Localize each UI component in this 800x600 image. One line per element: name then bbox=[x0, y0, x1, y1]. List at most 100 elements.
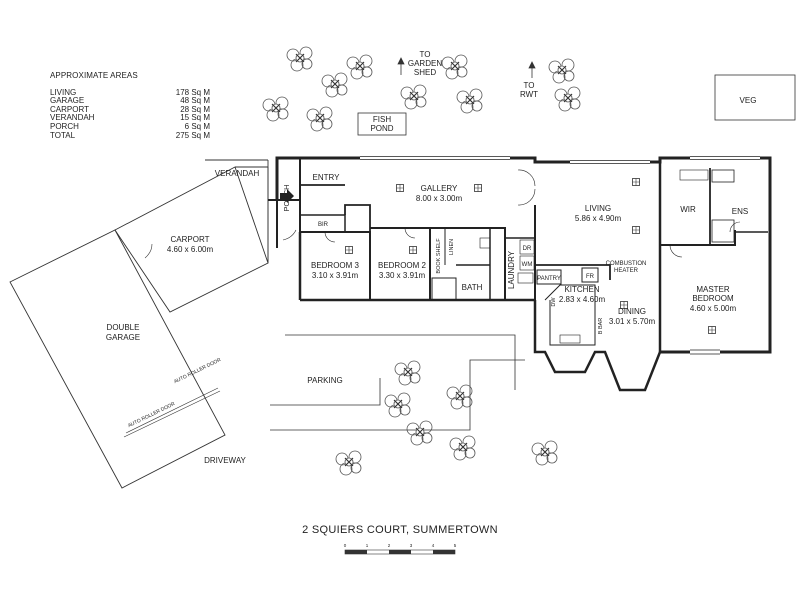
area-value: 275 Sq M bbox=[175, 130, 210, 140]
garden-label-1: TO bbox=[420, 50, 431, 59]
fish-pond-label-1: FISH bbox=[373, 115, 391, 124]
verandah-label: VERANDAH bbox=[215, 169, 260, 178]
scale-tick: 3 bbox=[410, 543, 413, 548]
ens-label: ENS bbox=[732, 207, 748, 216]
windows bbox=[360, 156, 760, 164]
tree-icon bbox=[406, 420, 433, 446]
bedroom2-size: 3.30 x 3.91m bbox=[379, 271, 426, 280]
area-name: VERANDAH bbox=[50, 113, 95, 123]
area-name: PORCH bbox=[50, 121, 79, 131]
living-size: 5.86 x 4.90m bbox=[575, 214, 622, 223]
area-value: 28 Sq M bbox=[180, 104, 210, 114]
bedroom3-label: BEDROOM 3 bbox=[311, 261, 360, 270]
area-name: CARPORT bbox=[50, 104, 89, 114]
auto-door-label-2: AUTO ROLLER DOOR bbox=[173, 357, 222, 385]
area-name: LIVING bbox=[50, 87, 77, 97]
porch-label: PORCH bbox=[282, 184, 291, 211]
tree-icon bbox=[346, 54, 373, 80]
tree-icon bbox=[286, 46, 313, 72]
area-value: 15 Sq M bbox=[180, 113, 210, 123]
pantry-label: PANTRY bbox=[537, 276, 561, 282]
tree-icon bbox=[449, 435, 476, 461]
entry-label: ENTRY bbox=[313, 173, 341, 182]
master-size: 4.60 x 5.00m bbox=[690, 304, 737, 313]
wm-label: WM bbox=[522, 262, 533, 268]
tree-icon bbox=[262, 96, 289, 122]
arrow-rwt-icon bbox=[528, 61, 536, 78]
area-row: CARPORT 28 Sq M bbox=[50, 104, 210, 115]
area-row: GARAGE 48 Sq M bbox=[50, 97, 210, 106]
master-label-2: BEDROOM bbox=[692, 294, 734, 303]
scale-tick: 4 bbox=[432, 543, 435, 548]
areas-title: APPROXIMATE AREAS bbox=[50, 71, 138, 80]
garage-label-2: GARAGE bbox=[106, 333, 140, 342]
bath-label: BATH bbox=[462, 283, 483, 292]
dw-label: DW bbox=[551, 297, 557, 307]
dining-size: 3.01 x 5.70m bbox=[609, 317, 656, 326]
dr-label: DR bbox=[523, 246, 532, 252]
driveway-label: DRIVEWAY bbox=[204, 456, 246, 465]
linen-label: LINEN bbox=[449, 239, 455, 255]
bbar-label: B BAR bbox=[598, 318, 604, 335]
heater-label-1: COMBUSTION bbox=[606, 261, 647, 267]
scale-tick: 1 bbox=[366, 543, 369, 548]
area-value: 6 Sq M bbox=[184, 121, 210, 131]
tree-icon bbox=[446, 384, 473, 410]
area-name: TOTAL bbox=[50, 130, 76, 140]
master-label-1: MASTER bbox=[696, 285, 730, 294]
area-row: LIVING 178 Sq M bbox=[50, 87, 210, 98]
tree-icon bbox=[384, 392, 411, 418]
gallery-size: 8.00 x 3.00m bbox=[416, 194, 463, 203]
bookshelf-label: BOOK SHELF bbox=[436, 238, 442, 274]
bir-label: BIR bbox=[318, 222, 329, 228]
double-garage bbox=[9, 229, 226, 489]
tree-icon bbox=[400, 84, 427, 110]
fr-label: FR bbox=[586, 274, 595, 280]
garden-label-3: SHED bbox=[414, 68, 436, 77]
house-walls bbox=[268, 156, 772, 392]
tree-icon bbox=[306, 106, 333, 132]
scale-tick: 0 bbox=[344, 543, 347, 548]
area-name: GARAGE bbox=[50, 96, 85, 106]
kitchen-label: KITCHEN bbox=[564, 285, 599, 294]
scale-tick: 2 bbox=[388, 543, 391, 548]
scale-tick: 5 bbox=[454, 543, 457, 548]
entry-arrow-icon bbox=[280, 189, 294, 203]
area-value: 48 Sq M bbox=[180, 96, 210, 106]
area-value: 178 Sq M bbox=[175, 87, 210, 97]
bedroom3-size: 3.10 x 3.91m bbox=[312, 271, 359, 280]
scale-bar: 0 1 2 3 4 5 bbox=[344, 543, 457, 555]
rwt-label-1: TO bbox=[524, 81, 535, 90]
tree-icon bbox=[554, 86, 581, 112]
kitchen-size: 2.83 x 4.60m bbox=[559, 295, 606, 304]
veg-label: VEG bbox=[740, 96, 757, 105]
tree-icon bbox=[531, 440, 558, 466]
laundry-label: LAUNDRY bbox=[507, 250, 516, 289]
auto-door-label-1: AUTO ROLLER DOOR bbox=[127, 401, 176, 429]
approximate-areas-table: APPROXIMATE AREAS LIVING 178 Sq M GARAGE… bbox=[50, 71, 210, 141]
area-row: VERANDAH 15 Sq M bbox=[50, 114, 210, 123]
veg-patch bbox=[714, 74, 796, 121]
heater-label-2: HEATER bbox=[614, 268, 639, 274]
tree-icon bbox=[548, 58, 575, 84]
tree-icon bbox=[335, 450, 362, 476]
gallery-label: GALLERY bbox=[421, 184, 458, 193]
tree-icon bbox=[441, 54, 468, 80]
area-row: TOTAL 275 Sq M bbox=[50, 130, 210, 141]
wir-label: WIR bbox=[680, 205, 696, 214]
fish-pond-label-2: POND bbox=[370, 124, 393, 133]
tree-icon bbox=[321, 72, 348, 98]
tree-icon bbox=[456, 88, 483, 114]
arrow-garden-icon bbox=[397, 57, 405, 75]
bedroom2-label: BEDROOM 2 bbox=[378, 261, 427, 270]
rwt-label-2: RWT bbox=[520, 90, 538, 99]
carport-label: CARPORT bbox=[171, 235, 210, 244]
dining-label: DINING bbox=[618, 307, 646, 316]
window-sills bbox=[360, 156, 760, 164]
parking-label: PARKING bbox=[307, 376, 342, 385]
living-label: LIVING bbox=[585, 204, 611, 213]
garage-label-1: DOUBLE bbox=[107, 323, 140, 332]
verandah bbox=[205, 159, 269, 263]
carport-size: 4.60 x 6.00m bbox=[167, 245, 214, 254]
